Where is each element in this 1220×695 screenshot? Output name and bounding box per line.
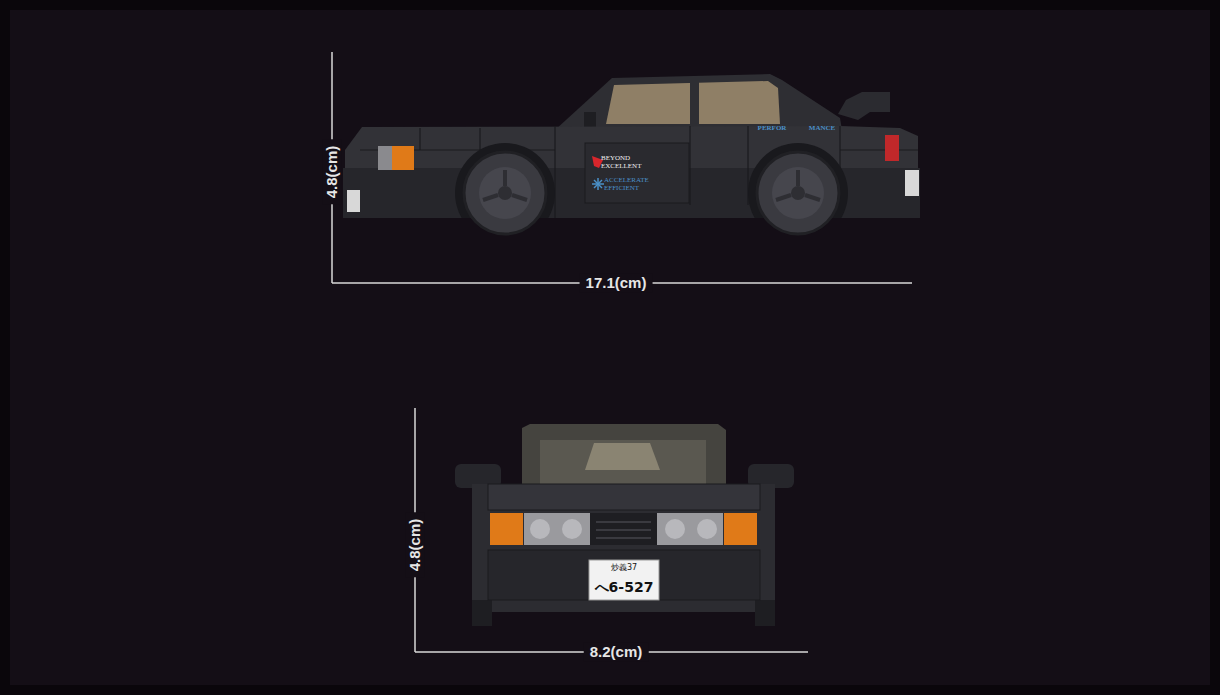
wheel bbox=[464, 152, 546, 234]
bumper bbox=[488, 550, 760, 600]
window-interior bbox=[540, 440, 706, 484]
plate-number: へ6-527 bbox=[595, 579, 654, 595]
indicator-light bbox=[392, 146, 414, 170]
rear-bumper-tip bbox=[905, 170, 919, 196]
side-car bbox=[343, 74, 920, 248]
spoiler bbox=[838, 92, 890, 120]
decal-text: PERFOR bbox=[758, 124, 787, 132]
indicator-left bbox=[490, 513, 523, 545]
door-panel bbox=[585, 143, 689, 203]
windshield bbox=[522, 424, 726, 486]
headlights-right bbox=[657, 513, 723, 545]
decal-text: ACCELERATE EFFICIENT bbox=[604, 176, 656, 192]
license-plate bbox=[589, 560, 659, 600]
wheel bbox=[757, 152, 839, 234]
grille-bars bbox=[596, 522, 651, 538]
hood bbox=[488, 484, 760, 510]
lamp bbox=[665, 519, 685, 539]
headlight bbox=[378, 146, 392, 170]
decal-text: BEYOND EXCELLENT bbox=[601, 154, 649, 170]
lamp bbox=[562, 519, 582, 539]
tyre-left bbox=[472, 600, 492, 626]
front-bumper-tip bbox=[347, 190, 360, 212]
pillar bbox=[690, 80, 699, 126]
snowflake-mark bbox=[592, 178, 604, 190]
dimension-label: 8.2(cm) bbox=[584, 642, 649, 661]
headlights-left bbox=[524, 513, 590, 545]
tail-light bbox=[885, 135, 899, 161]
lamp bbox=[530, 519, 550, 539]
front-car bbox=[455, 424, 794, 626]
indicator-right bbox=[724, 513, 757, 545]
mirror bbox=[584, 112, 596, 128]
dimension-label: 4.8(cm) bbox=[405, 513, 424, 578]
dimension-lines-front bbox=[415, 408, 808, 652]
seat bbox=[585, 443, 660, 470]
plate-text: 炒義37 bbox=[611, 563, 637, 572]
background-panel bbox=[10, 10, 1210, 685]
decal-text: MANCE bbox=[809, 124, 835, 132]
cabin bbox=[555, 74, 842, 130]
grille bbox=[590, 513, 657, 545]
body-front bbox=[472, 484, 775, 612]
dimension-label: 17.1(cm) bbox=[580, 273, 653, 292]
lamp bbox=[697, 519, 717, 539]
dimension-label: 4.8(cm) bbox=[322, 140, 341, 205]
tyre-right bbox=[755, 600, 775, 626]
